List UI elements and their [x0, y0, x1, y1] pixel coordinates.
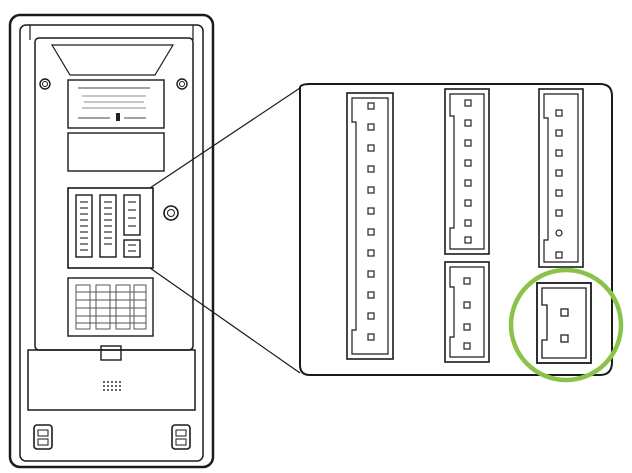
screw-hole-left — [39, 78, 51, 90]
zoom-panel-frame — [299, 83, 613, 376]
connector-d-pins — [555, 109, 563, 259]
zoom-detail-panel — [299, 83, 613, 376]
mount-bracket — [50, 44, 175, 76]
device-connectors-mini — [75, 194, 141, 258]
connector-e-pin-1 — [560, 308, 569, 317]
connector-d — [538, 88, 584, 268]
connector-b-pins — [464, 99, 472, 244]
highlight-circle — [508, 267, 624, 383]
device-blank-plate — [67, 132, 165, 172]
device-back-view — [8, 13, 215, 469]
connector-e-inner — [541, 287, 587, 359]
device-bottom-cover — [27, 349, 196, 411]
connector-d-housing — [538, 88, 584, 268]
device-back-panel — [34, 37, 194, 351]
device-foot-left-slot-top — [37, 429, 49, 437]
screw-hole-right — [176, 78, 188, 90]
connector-c-pins — [463, 277, 471, 350]
device-side-knob — [163, 205, 179, 221]
screw-hole-right-inner — [179, 81, 185, 87]
device-connector-block — [67, 187, 154, 269]
device-label-plate — [67, 79, 165, 129]
device-side-knob-inner — [167, 209, 175, 217]
zoom-line-bottom — [149, 267, 301, 374]
label-text-lines — [78, 87, 150, 121]
screw-hole-left-inner — [42, 81, 48, 87]
connector-c-housing — [444, 261, 490, 363]
device-foot-right-slot-bottom — [175, 438, 187, 446]
connector-e-pin-2 — [560, 334, 569, 343]
zoom-line-top — [149, 87, 301, 189]
connector-b — [444, 88, 490, 255]
speaker-grille — [103, 381, 121, 391]
connector-c — [444, 261, 490, 363]
device-foot-left-slot-bottom — [37, 438, 49, 446]
device-outer-shell — [8, 13, 215, 469]
device-foot-right — [171, 424, 191, 450]
connector-e — [536, 282, 592, 364]
connector-a-housing — [346, 92, 394, 360]
device-terminal-block — [67, 277, 154, 337]
connector-c-inner — [449, 266, 485, 358]
connector-a-pins — [367, 102, 375, 341]
device-terminal-pins — [75, 284, 147, 330]
connector-d-inner — [543, 93, 579, 263]
device-foot-right-slot-top — [175, 429, 187, 437]
device-foot-left — [33, 424, 53, 450]
connector-a-inner — [351, 97, 389, 355]
connector-e-housing — [536, 282, 592, 364]
device-latch — [100, 345, 122, 361]
device-inner-shell — [19, 24, 204, 462]
connector-b-inner — [449, 93, 485, 250]
top-bevel-lines — [29, 25, 194, 40]
connector-a — [346, 92, 394, 360]
connector-b-housing — [444, 88, 490, 255]
